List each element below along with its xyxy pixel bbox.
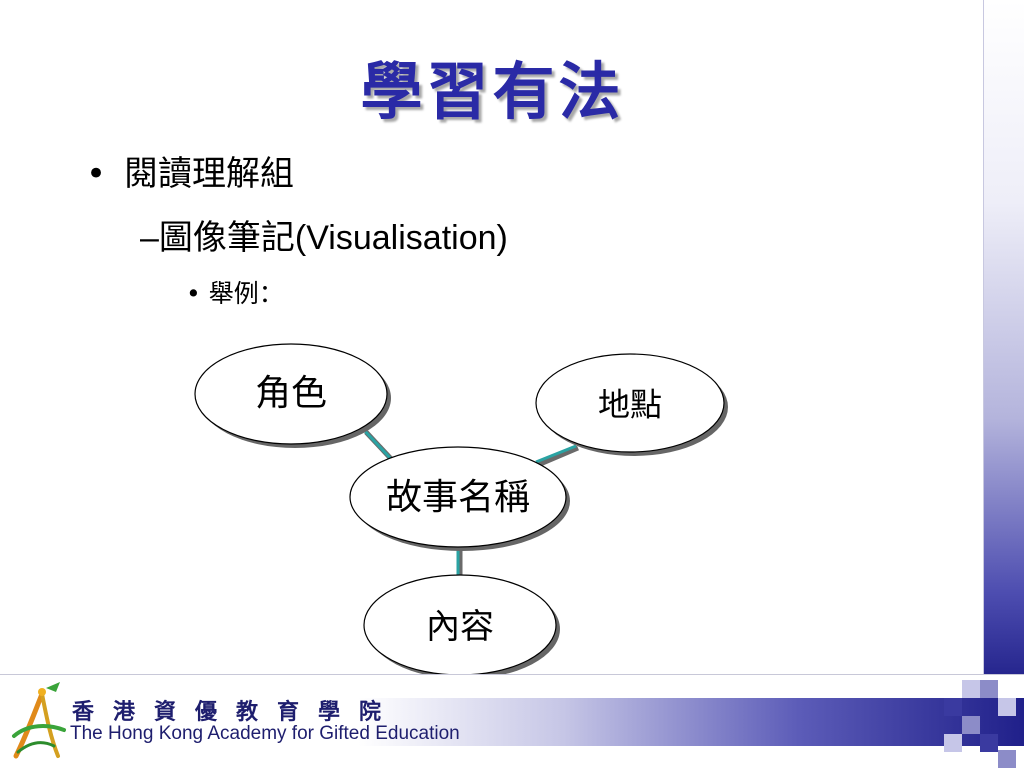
- bullet-level-2-zh: 圖像筆記: [158, 218, 295, 258]
- node-content-label: 內容: [426, 607, 494, 647]
- node-place-label: 地點: [598, 386, 662, 424]
- connector-place: [535, 444, 577, 464]
- bullet-dot-small-icon: •: [186, 279, 201, 308]
- slide-title: 學習有法: [360, 55, 625, 128]
- node-character-label: 角色: [255, 373, 327, 414]
- academy-logo-icon: [12, 682, 66, 759]
- bullet-level-3: •舉例：: [186, 276, 284, 312]
- node-character: 角色: [194, 343, 391, 448]
- deco-square: [962, 716, 980, 734]
- bullet-level-2-en: (Visualisation): [294, 219, 508, 257]
- bullet-level-2: –圖像筆記(Visualisation): [140, 214, 508, 262]
- bullet-level-1: • 閱讀理解組: [86, 150, 294, 198]
- institution-name-zh: 香港資優教育學院: [72, 700, 401, 725]
- deco-square: [980, 734, 998, 752]
- node-center: 故事名稱: [349, 446, 570, 551]
- bullet-level-1-text: 閱讀理解組: [124, 154, 294, 194]
- deco-square: [944, 734, 962, 752]
- footer-gradient-strip: [0, 698, 1024, 746]
- deco-square: [998, 750, 1016, 768]
- deco-square: [962, 680, 980, 698]
- institution-name-en: The Hong Kong Academy for Gifted Educati…: [70, 723, 460, 744]
- connector-character: [362, 428, 394, 462]
- node-place: 地點: [535, 353, 728, 456]
- bullet-level-3-text: 舉例：: [208, 279, 284, 308]
- deco-square: [980, 680, 998, 698]
- connector-shadow-2: [537, 445, 579, 468]
- node-center-label: 故事名稱: [386, 477, 530, 518]
- side-gradient-bar: [983, 0, 1024, 674]
- deco-square: [944, 698, 962, 716]
- connector-lines: [362, 428, 579, 576]
- bullet-dash: –: [140, 219, 159, 257]
- bullet-dot-icon: •: [86, 154, 107, 194]
- deco-square: [998, 698, 1016, 716]
- node-content: 內容: [363, 574, 560, 679]
